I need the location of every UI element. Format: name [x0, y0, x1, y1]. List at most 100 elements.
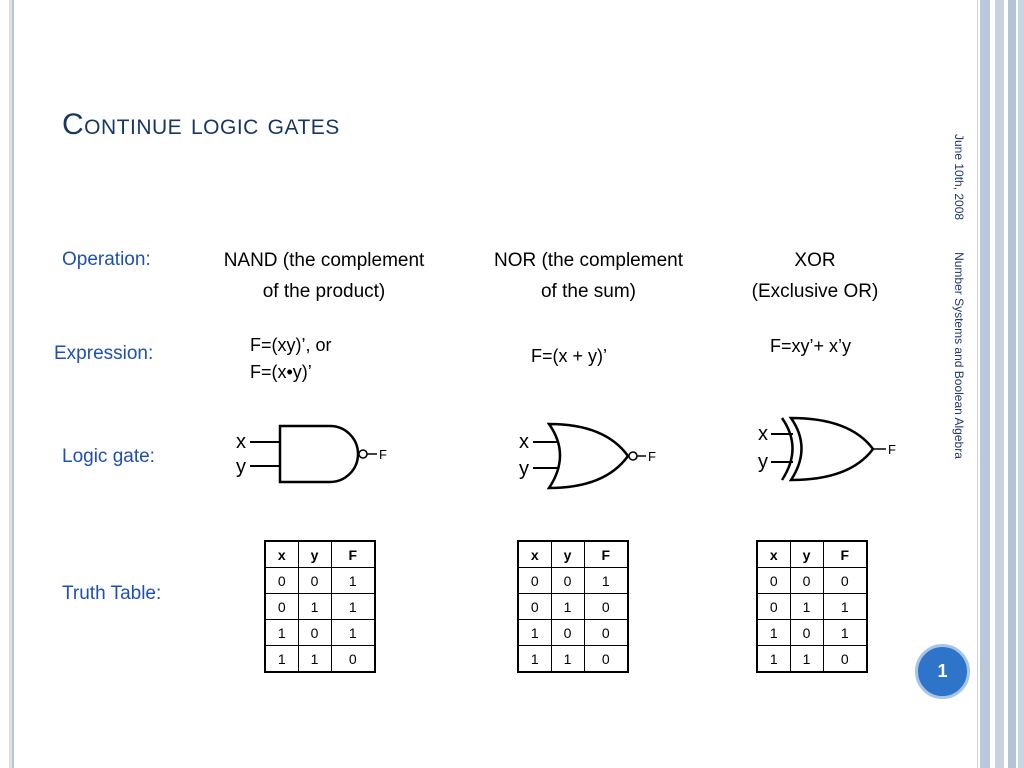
nand-operation-line1: NAND (the complement — [223, 250, 425, 271]
nand-expression-line2: F=(x•y)’ — [250, 362, 312, 382]
nor-output-label: F — [648, 449, 656, 464]
column-header: y — [550, 540, 585, 568]
table-cell: 0 — [264, 567, 299, 594]
table-cell: 1 — [517, 619, 552, 646]
table-row: 1 0 1 — [264, 619, 376, 646]
nor-input-y-label: y — [519, 458, 529, 480]
side-footer-text: June 10th, 2008Number Systems and Boolea… — [952, 134, 966, 459]
table-cell: 1 — [789, 593, 824, 620]
column-header: x — [517, 540, 552, 568]
side-date: June 10th, 2008 — [952, 134, 966, 221]
xor-input-x-label: x — [758, 423, 768, 445]
table-cell: 1 — [822, 593, 868, 620]
table-row: 0 1 0 — [517, 593, 629, 620]
xor-truth-table: x y F 0 0 0 0 1 1 1 0 1 1 1 0 — [756, 540, 868, 673]
right-frame-divider — [977, 0, 978, 768]
nor-expression: F=(x + y)’ — [531, 346, 608, 366]
column-header: F — [583, 540, 629, 568]
table-cell: 1 — [264, 619, 299, 646]
table-row: 0 1 1 — [264, 593, 376, 620]
page-number-badge: 1 — [915, 644, 970, 699]
table-cell: 1 — [756, 645, 791, 673]
xor-operation: XOR (Exclusive OR) — [730, 245, 900, 307]
table-cell: 0 — [330, 645, 376, 673]
nand-operation: NAND (the complement of the product) — [194, 245, 454, 307]
nor-operation: NOR (the complement of the sum) — [466, 245, 711, 307]
table-cell: 0 — [264, 593, 299, 620]
table-cell: 0 — [822, 567, 868, 594]
table-cell: 1 — [517, 645, 552, 673]
nand-truth-table: x y F 0 0 1 0 1 1 1 0 1 1 1 0 — [264, 540, 376, 673]
table-cell: 0 — [583, 645, 629, 673]
table-cell: 0 — [517, 567, 552, 594]
table-cell: 1 — [330, 619, 376, 646]
table-cell: 1 — [550, 645, 585, 673]
table-cell: 1 — [330, 567, 376, 594]
table-row: 0 1 1 — [756, 593, 868, 620]
table-row: 1 1 0 — [264, 645, 376, 673]
table-row: 1 1 0 — [517, 645, 629, 673]
column-header: x — [264, 540, 299, 568]
nand-gate-symbol: x y F — [236, 424, 387, 484]
table-cell: 1 — [550, 593, 585, 620]
table-cell: 1 — [297, 645, 332, 673]
column-header: y — [789, 540, 824, 568]
nand-input-x-label: x — [236, 431, 246, 453]
table-cell: 0 — [297, 567, 332, 594]
nor-operation-line1: NOR (the complement — [493, 250, 683, 271]
table-cell: 0 — [789, 567, 824, 594]
column-header: F — [822, 540, 868, 568]
table-cell: 0 — [297, 619, 332, 646]
nand-output-label: F — [379, 447, 387, 462]
page-number: 1 — [937, 661, 948, 681]
table-cell: 0 — [583, 593, 629, 620]
xor-operation-line2: (Exclusive OR) — [751, 281, 879, 302]
table-cell: 0 — [517, 593, 552, 620]
truth-table-label: Truth Table: — [62, 583, 162, 604]
table-cell: 1 — [822, 619, 868, 646]
table-row: 0 0 1 — [264, 567, 376, 594]
table-cell: 0 — [789, 619, 824, 646]
table-cell: 1 — [264, 645, 299, 673]
table-row: 1 1 0 — [756, 645, 868, 673]
nor-gate-symbol: x y F — [519, 422, 656, 490]
expression-label: Expression: — [54, 343, 154, 364]
nor-input-x-label: x — [519, 431, 529, 453]
table-header-row: x y F — [264, 540, 376, 568]
table-cell: 1 — [789, 645, 824, 673]
slide-title: Continue logic gates — [62, 108, 340, 141]
xor-expression: F=xy’+ x’y — [770, 336, 852, 356]
table-row: 1 0 0 — [517, 619, 629, 646]
nor-operation-line2: of the sum) — [540, 281, 637, 302]
table-row: 1 0 1 — [756, 619, 868, 646]
table-cell: 1 — [297, 593, 332, 620]
xor-input-y-label: y — [758, 451, 768, 473]
operation-label: Operation: — [62, 249, 151, 270]
xor-operation-line1: XOR — [794, 250, 836, 271]
table-cell: 0 — [550, 619, 585, 646]
table-cell: 1 — [330, 593, 376, 620]
xor-output-label: F — [888, 442, 896, 457]
table-cell: 0 — [583, 619, 629, 646]
nand-expression-line1: F=(xy)’, or — [250, 335, 332, 355]
table-header-row: x y F — [517, 540, 629, 568]
column-header: y — [297, 540, 332, 568]
column-header: x — [756, 540, 791, 568]
left-frame-border — [0, 0, 14, 768]
table-cell: 0 — [756, 593, 791, 620]
table-cell: 0 — [550, 567, 585, 594]
table-cell: 1 — [583, 567, 629, 594]
xor-gate-symbol: x y F — [758, 416, 896, 482]
table-cell: 0 — [756, 567, 791, 594]
nand-input-y-label: y — [236, 456, 246, 478]
table-row: 0 0 0 — [756, 567, 868, 594]
table-cell: 0 — [822, 645, 868, 673]
right-frame-stripes — [978, 0, 1024, 768]
nand-operation-line2: of the product) — [262, 281, 386, 302]
column-header: F — [330, 540, 376, 568]
side-subject: Number Systems and Boolean Algebra — [952, 252, 966, 459]
nand-expression: F=(xy)’, or F=(x•y)’ — [250, 332, 332, 386]
table-header-row: x y F — [756, 540, 868, 568]
logic-gate-label: Logic gate: — [62, 446, 155, 467]
nor-truth-table: x y F 0 0 1 0 1 0 1 0 0 1 1 0 — [517, 540, 629, 673]
